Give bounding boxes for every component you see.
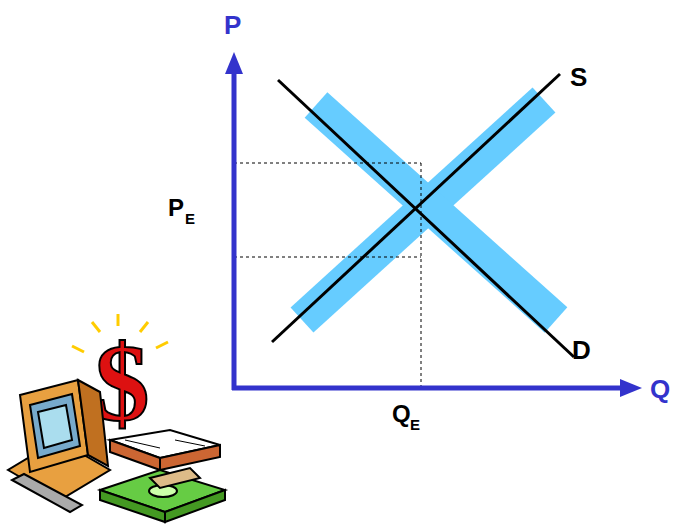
computer [8, 380, 110, 512]
money-stack [100, 468, 225, 522]
curve-label: S [570, 64, 587, 90]
guide-lines [234, 163, 421, 387]
subscript: E [410, 417, 420, 432]
price-axis [232, 70, 237, 390]
guide-line [234, 163, 421, 164]
highlight-band [316, 105, 556, 320]
quantity-label: Q [392, 402, 411, 426]
book [110, 430, 220, 470]
subscript: E [185, 211, 195, 226]
curve-label: D [572, 337, 591, 363]
axis-label: Q [650, 376, 670, 402]
arrowhead [225, 52, 243, 74]
axes [225, 52, 642, 397]
highlight-x [302, 100, 556, 320]
guide-line [421, 163, 422, 387]
demand-curve [278, 80, 574, 357]
axis-label: P [224, 12, 241, 38]
quantity-axis [232, 386, 624, 391]
arrowhead [620, 379, 642, 397]
guide-line [234, 257, 421, 258]
price-label: P [168, 196, 184, 220]
money-clipart: $ [8, 314, 225, 522]
